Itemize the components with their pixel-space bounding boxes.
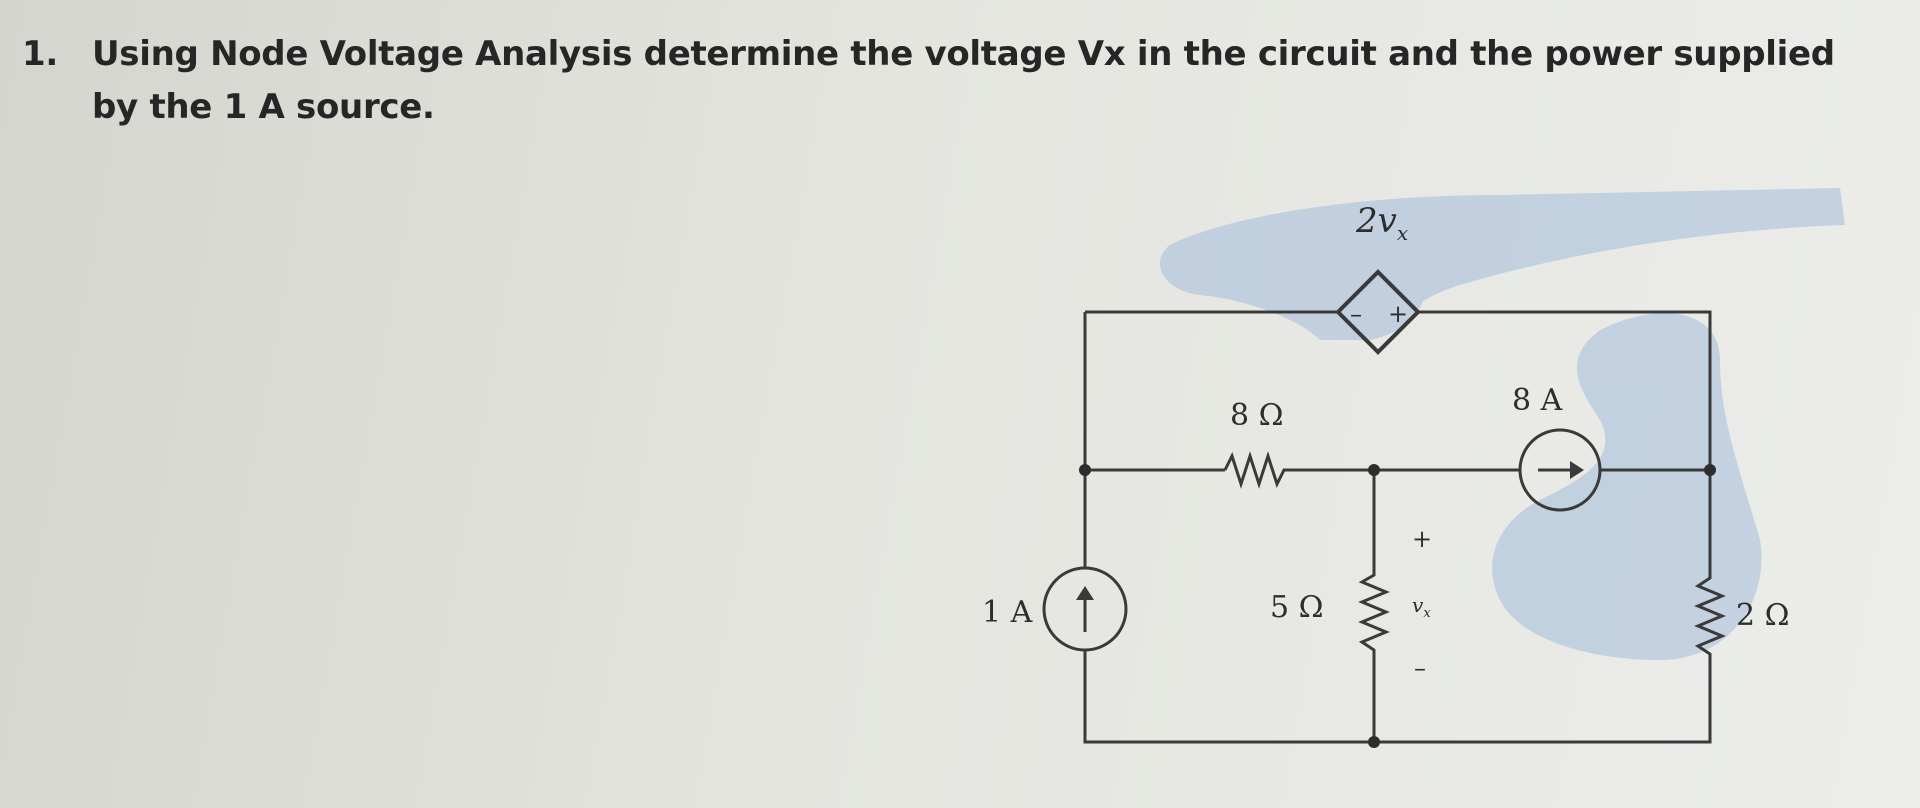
node-3 <box>1704 464 1716 476</box>
arrow-right-icon <box>1570 461 1584 479</box>
resistor-2-ohm <box>1694 570 1726 670</box>
vx-subscript: x <box>1423 606 1431 621</box>
nodes <box>1079 464 1716 748</box>
bottom-wire <box>1083 650 1712 744</box>
highlighter-marks <box>1160 188 1845 660</box>
resistor-5-label: 5 Ω <box>1270 590 1324 625</box>
resistor-5-ohm <box>1358 565 1390 670</box>
dependent-source-minus: – <box>1350 300 1362 328</box>
arrow-up-icon <box>1076 586 1094 600</box>
vx-plus: + <box>1412 525 1432 553</box>
resistor-2-label: 2 Ω <box>1736 598 1790 633</box>
vx-label: + vx – <box>1412 525 1432 682</box>
question-text: Using Node Voltage Analysis determine th… <box>92 34 1835 127</box>
dependent-voltage-source: – + <box>1335 269 1421 355</box>
vx-symbol: vx <box>1412 593 1431 621</box>
wires <box>1083 310 1712 744</box>
node-2 <box>1368 464 1380 476</box>
resistor-8-label: 8 Ω <box>1230 398 1284 433</box>
current-source-8a-label: 8 A <box>1512 383 1563 418</box>
dependent-source-variable: v <box>1378 201 1397 241</box>
dependent-source-plus: + <box>1388 300 1408 328</box>
current-source-1a-label: 1 A <box>982 595 1033 630</box>
current-source-1a <box>1042 566 1128 652</box>
top-wire-right <box>1418 310 1712 470</box>
resistor-8-ohm <box>1223 451 1290 489</box>
node-ground <box>1368 736 1380 748</box>
vx-minus: – <box>1414 654 1426 682</box>
current-source-8a <box>1518 428 1602 512</box>
question: 1. Using Node Voltage Analysis determine… <box>22 28 1902 134</box>
dependent-source-subscript: x <box>1397 221 1408 245</box>
dependent-source-coefficient: 2 <box>1355 201 1378 241</box>
node-1 <box>1079 464 1091 476</box>
vx-variable: v <box>1412 593 1424 617</box>
question-number: 1. <box>22 34 58 74</box>
dependent-source-label: 2vx <box>1355 201 1408 245</box>
